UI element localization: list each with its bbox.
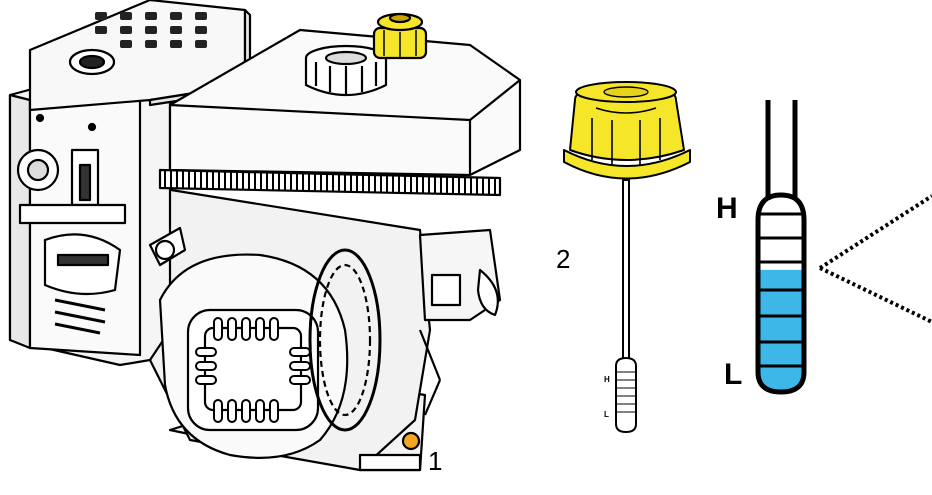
view-line-lower	[819, 266, 932, 324]
callout-engine: 1	[428, 446, 443, 476]
dipstick-high-label: H	[716, 192, 738, 225]
recoil-starter	[158, 253, 349, 459]
callout-dipstick: 2	[556, 244, 571, 274]
fuel-tank	[158, 28, 522, 197]
dipstick-cap-illustration	[563, 81, 691, 433]
oil-level-fill	[758, 269, 804, 392]
view-line-upper	[818, 194, 932, 270]
engine-illustration	[8, 0, 522, 472]
control-panel	[8, 58, 172, 367]
dipstick-low-label: L	[724, 358, 743, 391]
engine-oil-cap	[372, 12, 428, 60]
carburetor	[418, 228, 502, 416]
small-dipstick-low-label: L	[604, 410, 609, 419]
dipstick-gauge-enlarged	[755, 100, 932, 395]
small-dipstick-high-label: H	[604, 375, 610, 384]
